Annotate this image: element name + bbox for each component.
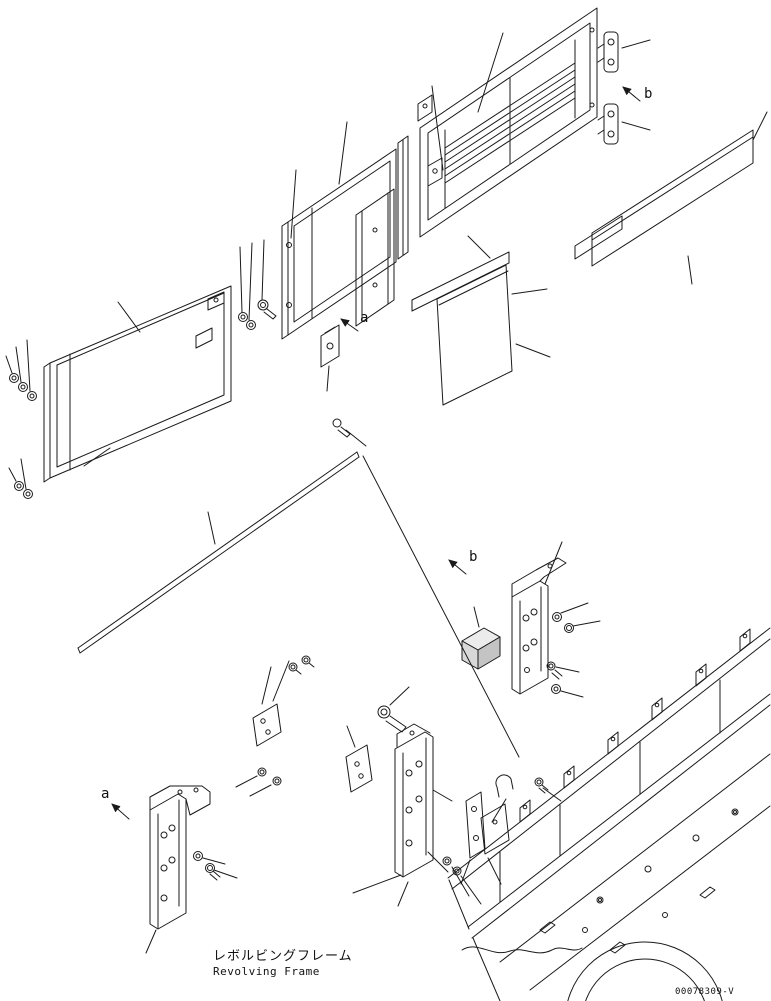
trim-rod bbox=[77, 418, 360, 654]
door-hinge-brackets bbox=[597, 31, 619, 145]
spacer-block bbox=[461, 627, 501, 670]
view-arrow-b-top-icon bbox=[622, 86, 641, 102]
view-direction-arrows bbox=[111, 86, 641, 820]
access-plate bbox=[411, 251, 513, 406]
left-door-panel bbox=[43, 285, 232, 483]
channel-bracket-a bbox=[149, 785, 221, 930]
side-strip-covers bbox=[574, 129, 754, 267]
view-arrow-a-bottom-icon bbox=[111, 803, 130, 820]
channel-bracket-center bbox=[252, 655, 549, 878]
callout-leader-lines bbox=[5, 32, 768, 954]
view-label-b-middle: b bbox=[469, 549, 478, 565]
view-label-a-middle: a bbox=[360, 310, 369, 326]
engine-door-assembly bbox=[397, 7, 598, 260]
fasteners-center-top bbox=[238, 299, 277, 330]
mounting-fasteners-left bbox=[9, 373, 37, 499]
center-door-panel bbox=[281, 148, 397, 340]
door-post-strip bbox=[355, 188, 395, 327]
drawing-number: 00078309-V bbox=[675, 987, 735, 997]
caption-japanese: レボルビングフレーム bbox=[213, 949, 353, 964]
door-latch bbox=[320, 324, 340, 368]
hinge-bracket-b bbox=[511, 557, 574, 695]
view-arrow-b-middle-icon bbox=[448, 559, 467, 575]
mounting-bolt-center bbox=[377, 705, 407, 733]
view-label-a-bottom: a bbox=[101, 786, 110, 802]
title-caption: レボルビングフレーム Revolving Frame bbox=[213, 949, 353, 979]
view-arrow-a-middle-icon bbox=[340, 318, 359, 332]
caption-english: Revolving Frame bbox=[213, 965, 320, 978]
revolving-frame-deck bbox=[447, 627, 771, 1001]
view-label-b-top: b bbox=[644, 86, 653, 102]
